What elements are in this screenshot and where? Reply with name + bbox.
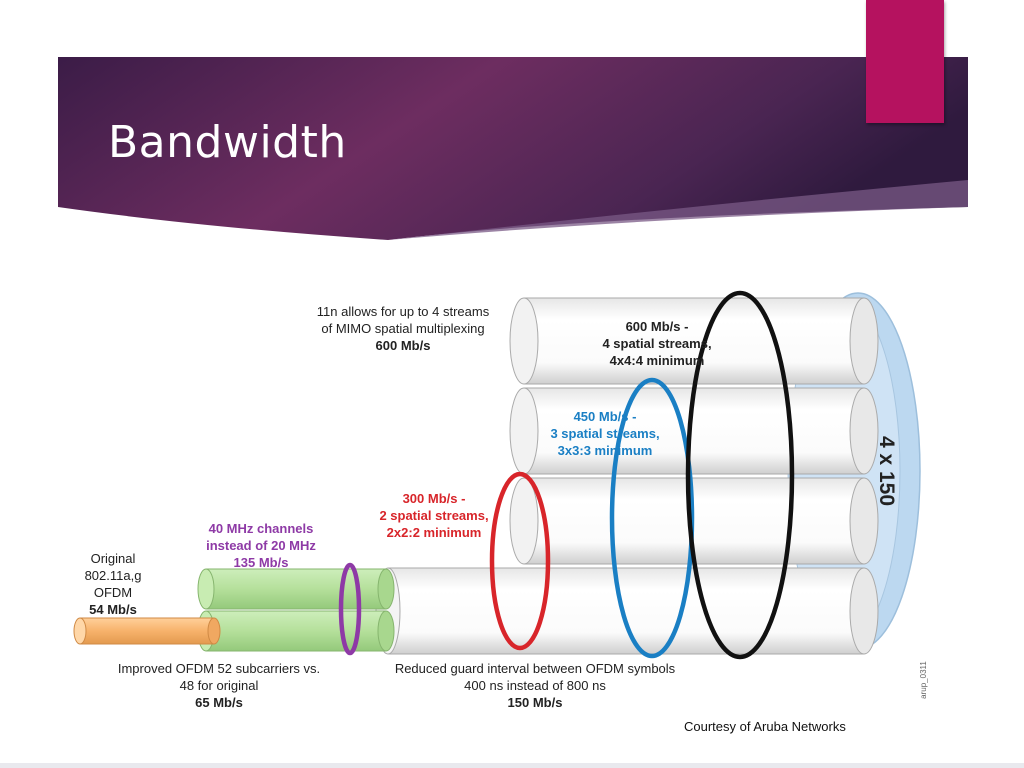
label-135: 40 MHz channels instead of 20 MHz 135 Mb…	[206, 521, 316, 570]
label-450: 450 Mb/s - 3 spatial streams, 3x3:3 mini…	[550, 409, 660, 458]
streams-note: 11n allows for up to 4 streams of MIMO s…	[316, 304, 490, 353]
figure-id: arup_0311	[919, 661, 928, 699]
ring-450	[609, 377, 695, 659]
cylinder-135	[197, 568, 395, 652]
bandwidth-diagram: 4 x 150 arup_0311 11n allows for up to 4…	[68, 288, 938, 718]
label-65: Improved OFDM 52 subcarriers vs. 48 for …	[117, 661, 321, 710]
cylinder-54	[73, 617, 221, 645]
bottom-divider	[0, 763, 1024, 768]
label-300: 300 Mb/s - 2 spatial streams, 2x2:2 mini…	[379, 491, 489, 540]
slide-title: Bandwidth	[108, 117, 347, 168]
label-54: Original 802.11a,g OFDM 54 Mb/s	[84, 551, 142, 617]
multiplier-label: 4 x 150	[875, 436, 898, 506]
accent-box	[866, 0, 944, 123]
title-banner	[58, 57, 968, 242]
ring-300	[489, 471, 551, 651]
ring-600	[685, 290, 795, 660]
cylinder-150	[375, 567, 879, 655]
label-600: 600 Mb/s - 4 spatial streams, 4x4:4 mini…	[602, 319, 712, 368]
cylinder-600	[509, 297, 879, 385]
ring-135	[338, 562, 362, 656]
label-150: Reduced guard interval between OFDM symb…	[394, 661, 676, 710]
courtesy-credit: Courtesy of Aruba Networks	[684, 719, 846, 734]
